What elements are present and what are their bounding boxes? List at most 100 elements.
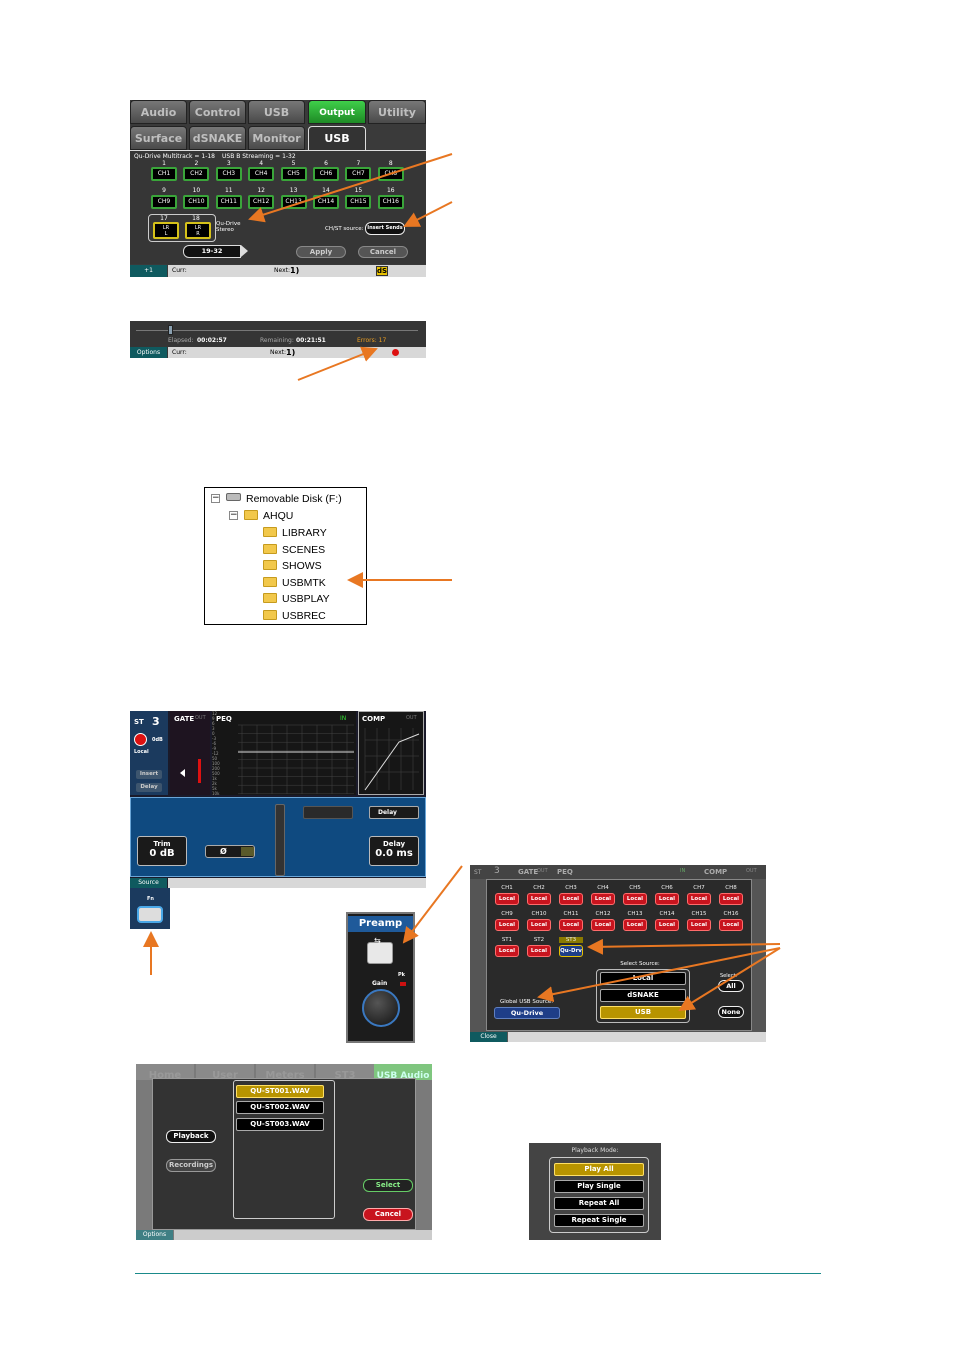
delay-box[interactable]: Delay 0.0 ms <box>369 836 419 866</box>
source-local-button[interactable]: Local <box>495 919 519 931</box>
phase-button[interactable]: Ø <box>205 845 255 858</box>
peq-x-tick: 200 <box>212 766 220 771</box>
tab-surface[interactable]: Surface <box>130 126 187 150</box>
delay-button[interactable]: Delay <box>369 806 419 819</box>
tree-folder[interactable]: LIBRARY <box>263 525 327 542</box>
tree-root[interactable]: AHQU <box>244 508 293 525</box>
ch-number: 14 <box>322 187 330 194</box>
patch-button[interactable]: CH14 <box>313 195 339 209</box>
select-button[interactable]: Select <box>363 1179 413 1192</box>
gain-knob[interactable] <box>362 989 400 1027</box>
tab-utility[interactable]: Utility <box>368 100 426 124</box>
global-usb-source[interactable]: Qu-Drive <box>494 1007 560 1019</box>
source-local-button[interactable]: Local <box>559 919 583 931</box>
playback-button[interactable]: Playback <box>166 1130 216 1143</box>
collapse-icon[interactable]: − <box>229 510 238 520</box>
source-local-button[interactable]: Local <box>687 893 711 905</box>
collapse-icon[interactable]: − <box>211 493 220 503</box>
source-local-button[interactable]: Local <box>559 893 583 905</box>
file-item[interactable]: QU-ST002.WAV <box>236 1101 324 1114</box>
source-local-button[interactable]: Local <box>655 919 679 931</box>
tab-monitor[interactable]: Monitor <box>248 126 305 150</box>
insert-tab[interactable]: Insert <box>136 770 162 779</box>
source-ch-label: CH1 <box>501 885 513 891</box>
patch-button[interactable]: CH5 <box>280 167 307 181</box>
close-button[interactable]: Close <box>470 1032 507 1042</box>
tree-folder[interactable]: SCENES <box>263 542 325 559</box>
cancel-button[interactable]: Cancel <box>358 246 408 258</box>
source-local-button[interactable]: Local <box>495 945 519 957</box>
mode-repeat-single[interactable]: Repeat Single <box>554 1214 644 1227</box>
tree-folder[interactable]: USBPLAY <box>263 591 330 608</box>
tab-audio[interactable]: Audio <box>130 100 187 124</box>
next-label: Next: <box>270 349 286 356</box>
patch-button[interactable]: CH12 <box>248 195 275 209</box>
patch-button[interactable]: CH2 <box>183 167 210 181</box>
gate-panel[interactable]: GATE OUT <box>170 711 210 795</box>
patch-button[interactable]: CH3 <box>215 167 242 181</box>
source-tab[interactable]: Source <box>130 878 167 888</box>
tab-control[interactable]: Control <box>189 100 246 124</box>
recordings-button[interactable]: Recordings <box>166 1159 216 1172</box>
apply-button[interactable]: Apply <box>296 246 346 258</box>
source-local-button[interactable]: Local <box>719 893 743 905</box>
insert-sends-button[interactable]: Insert Sends <box>365 222 405 235</box>
patch-button[interactable]: CH6 <box>313 167 339 181</box>
cancel-button[interactable]: Cancel <box>363 1208 413 1221</box>
mode-play-all[interactable]: Play All <box>554 1163 644 1176</box>
patch-button[interactable]: CH11 <box>215 195 242 209</box>
file-item[interactable]: QU-ST003.WAV <box>236 1118 324 1131</box>
patch-button[interactable]: CH16 <box>377 195 404 209</box>
source-local-button[interactable]: Local <box>527 893 551 905</box>
source-local-button[interactable]: Local <box>687 919 711 931</box>
ch-number: 6 <box>324 160 328 167</box>
tab-dsnake[interactable]: dSNAKE <box>189 126 246 150</box>
source-local-button[interactable]: Local <box>527 919 551 931</box>
select-none-button[interactable]: None <box>718 1006 744 1018</box>
source-local-button[interactable]: Local <box>527 945 551 957</box>
range-button[interactable]: 19-32 <box>183 245 241 258</box>
mode-repeat-all[interactable]: Repeat All <box>554 1197 644 1210</box>
source-usb[interactable]: USB <box>600 1006 686 1019</box>
patch-button[interactable]: CH7 <box>345 167 372 181</box>
delay-tab[interactable]: Delay <box>136 783 162 792</box>
source-local-button[interactable]: Local <box>655 893 679 905</box>
source-dsnake[interactable]: dSNAKE <box>600 989 686 1002</box>
source-local-button[interactable]: Local <box>623 919 647 931</box>
file-item[interactable]: QU-ST001.WAV <box>236 1085 324 1098</box>
source-qu-drive-button[interactable]: Qu-Drv <box>559 945 583 957</box>
patch-button[interactable]: CH15 <box>345 195 372 209</box>
mode-play-single[interactable]: Play Single <box>554 1180 644 1193</box>
patch-button[interactable]: CH4 <box>248 167 275 181</box>
tree-folder[interactable]: USBMTK <box>263 575 326 592</box>
source-local[interactable]: Local <box>600 972 686 985</box>
comp-graph <box>364 728 420 791</box>
progress-handle[interactable] <box>168 325 173 335</box>
ch-number: 9 <box>162 187 166 194</box>
tree-folder[interactable]: USBREC <box>263 608 326 625</box>
source-local-button[interactable]: Local <box>623 893 647 905</box>
options-button[interactable]: Options <box>130 347 167 358</box>
comp-panel[interactable]: COMP OUT <box>358 711 424 795</box>
fn-key[interactable] <box>137 906 163 923</box>
patch-button[interactable]: CH9 <box>151 195 177 209</box>
source-local-button[interactable]: Local <box>591 893 615 905</box>
gain-knob-icon[interactable] <box>134 733 147 746</box>
source-local-button[interactable]: Local <box>591 919 615 931</box>
tree-folder[interactable]: SHOWS <box>263 558 322 575</box>
bg-tab-meters: Meters <box>256 1064 314 1080</box>
ch-number: 1 <box>162 160 166 167</box>
tree-disk[interactable]: Removable Disk (F:) <box>246 493 342 505</box>
patch-button[interactable]: CH10 <box>183 195 210 209</box>
source-local-button[interactable]: Local <box>719 919 743 931</box>
usb-source-key[interactable] <box>367 942 393 964</box>
source-local-button[interactable]: Local <box>495 893 519 905</box>
trim-box[interactable]: Trim 0 dB <box>137 836 187 866</box>
status-plus-one[interactable]: +1 <box>130 265 167 277</box>
patch-button[interactable]: CH1 <box>151 167 177 181</box>
options-button[interactable]: Options <box>136 1230 173 1240</box>
